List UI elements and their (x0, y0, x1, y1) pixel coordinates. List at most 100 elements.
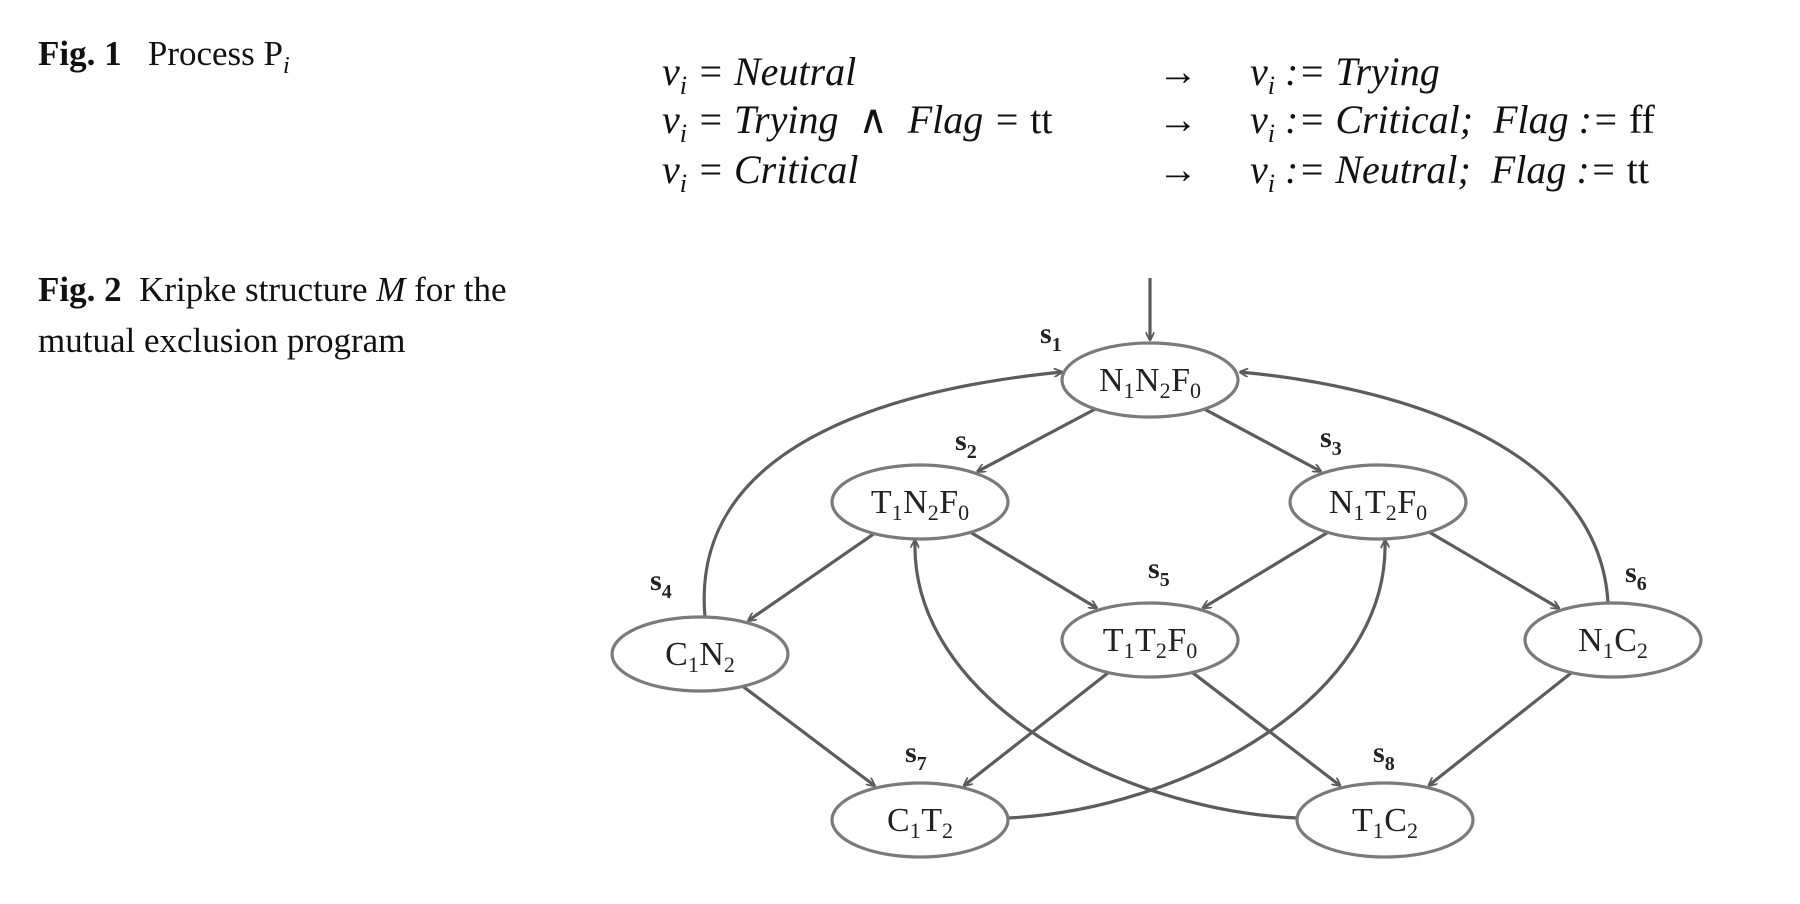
state-label: C1 N2 (665, 636, 735, 677)
label-subscript: 0 (1186, 638, 1197, 663)
state-id-s6: s6 (1625, 556, 1647, 595)
state-ellipse (830, 781, 1010, 859)
state-id-s2: s2 (955, 424, 977, 463)
label-letter: T (871, 484, 892, 521)
state-node-s7: C1 T2 s7 (830, 736, 1010, 859)
edge-s2-s4 (748, 532, 876, 621)
rule-segment: = Neutral (687, 49, 857, 94)
label-letter: F (939, 484, 958, 521)
rule-row: vi = Trying ∧ Flag = tt→vi := Critical; … (0, 95, 1800, 148)
state-id-subscript: 1 (1052, 334, 1062, 356)
rule-segment: v (1250, 97, 1268, 142)
rule-segment: v (662, 97, 680, 142)
rule-guard: vi = Neutral (662, 47, 856, 111)
rule-segment: tt (1030, 97, 1053, 142)
state-label: T1 C2 (1352, 802, 1418, 843)
label-subscript: 1 (1603, 638, 1614, 663)
state-ellipse (830, 463, 1010, 541)
label-subscript: 1 (1353, 500, 1364, 525)
rule-segment: tt (1626, 147, 1649, 192)
rule-segment: := Neutral; Flag := (1275, 147, 1627, 192)
label-letter: N (1099, 362, 1124, 399)
edge-s1-s3 (1203, 407, 1321, 473)
edge-s7-s3 (1007, 540, 1385, 820)
fig1-caption-text: Process P (147, 34, 284, 73)
label-letter: T (1365, 484, 1386, 521)
label-letter: N (1329, 484, 1354, 521)
label-letter: C (665, 636, 688, 673)
state-id-subscript: 3 (1332, 438, 1342, 460)
rule-segment: i (1267, 169, 1275, 198)
rule-segment: i (679, 119, 687, 148)
state-ellipse (1295, 781, 1475, 859)
label-subscript: 1 (910, 818, 921, 843)
edge-s1-s2 (977, 407, 1097, 474)
edge-s6-s8 (1429, 671, 1573, 786)
state-ellipse (1060, 601, 1240, 679)
state-id-s1: s1 (1040, 317, 1062, 356)
state-node-s3: N1 T2 F0 s3 (1288, 421, 1468, 541)
label-subscript: 2 (942, 818, 953, 843)
label-subscript: 0 (1416, 500, 1427, 525)
rule-segment: v (1250, 49, 1268, 94)
state-id-subscript: 6 (1637, 573, 1647, 595)
state-id-subscript: 5 (1160, 569, 1170, 591)
label-letter: C (887, 802, 910, 839)
state-node-s8: T1 C2 s8 (1295, 736, 1475, 859)
rule-segment: ff (1628, 97, 1655, 142)
edge-s5-s8 (1191, 671, 1340, 785)
label-letter: T (1352, 802, 1373, 839)
state-id-s4: s4 (650, 564, 672, 603)
label-subscript: 1 (892, 500, 903, 525)
edges-layer (702, 278, 1610, 820)
label-letter: F (1171, 362, 1190, 399)
rule-action: vi := Trying (1250, 47, 1440, 111)
state-ellipse (1523, 601, 1703, 679)
edge-s6-s1 (1240, 372, 1610, 604)
label-subscript: 1 (1373, 818, 1384, 843)
label-letter: C (1614, 622, 1637, 659)
label-subscript: 2 (724, 652, 735, 677)
label-letter: T (1103, 622, 1124, 659)
state-node-s4: C1 N2 s4 (610, 564, 790, 693)
state-label: N1 N2 F0 (1099, 362, 1201, 403)
state-id-subscript: 7 (917, 753, 927, 775)
label-letter: C (1384, 802, 1407, 839)
rule-arrow: → (1158, 97, 1198, 142)
state-id-subscript: 2 (967, 441, 977, 463)
rule-segment: := Trying (1275, 49, 1440, 94)
rule-segment: i (679, 71, 687, 100)
label-subscript: 0 (958, 500, 969, 525)
label-subscript: 1 (688, 652, 699, 677)
state-id-subscript: 8 (1385, 753, 1395, 775)
state-node-s6: N1 C2 s6 (1523, 556, 1703, 679)
state-node-s2: T1 N2 F0 s2 (830, 424, 1010, 541)
rule-segment: i (679, 169, 687, 198)
state-label: T1 T2 F0 (1103, 622, 1197, 663)
fig2-caption-post: for the mutual exclusion program (38, 270, 507, 360)
rule-action: vi := Critical; Flag := ff (1250, 95, 1655, 159)
fig1-label: Fig. 1 (38, 34, 122, 73)
state-label: T1 N2 F0 (871, 484, 969, 525)
label-letter: F (1397, 484, 1416, 521)
state-node-s5: T1 T2 F0 s5 (1060, 552, 1240, 679)
rule-segment: v (1250, 147, 1268, 192)
edge-s3-s6 (1428, 530, 1559, 608)
label-subscript: 2 (1160, 378, 1171, 403)
edge-s4-s1 (702, 372, 1062, 618)
edge-s2-s5 (969, 530, 1097, 608)
state-id-s3: s3 (1320, 421, 1342, 460)
rule-row: vi = Neutral→vi := Trying (0, 47, 1800, 100)
state-id-s7: s7 (905, 736, 927, 775)
state-node-s1: N1 N2 F0 s1 (1040, 317, 1240, 419)
state-id-s5: s5 (1148, 552, 1170, 591)
label-subscript: 2 (1407, 818, 1418, 843)
label-letter: N (699, 636, 724, 673)
label-subscript: 2 (1386, 500, 1397, 525)
rule-segment: i (1267, 71, 1275, 100)
rule-segment: = Critical (687, 147, 859, 192)
rule-arrow: → (1158, 147, 1198, 192)
rule-action: vi := Neutral; Flag := tt (1250, 145, 1649, 209)
